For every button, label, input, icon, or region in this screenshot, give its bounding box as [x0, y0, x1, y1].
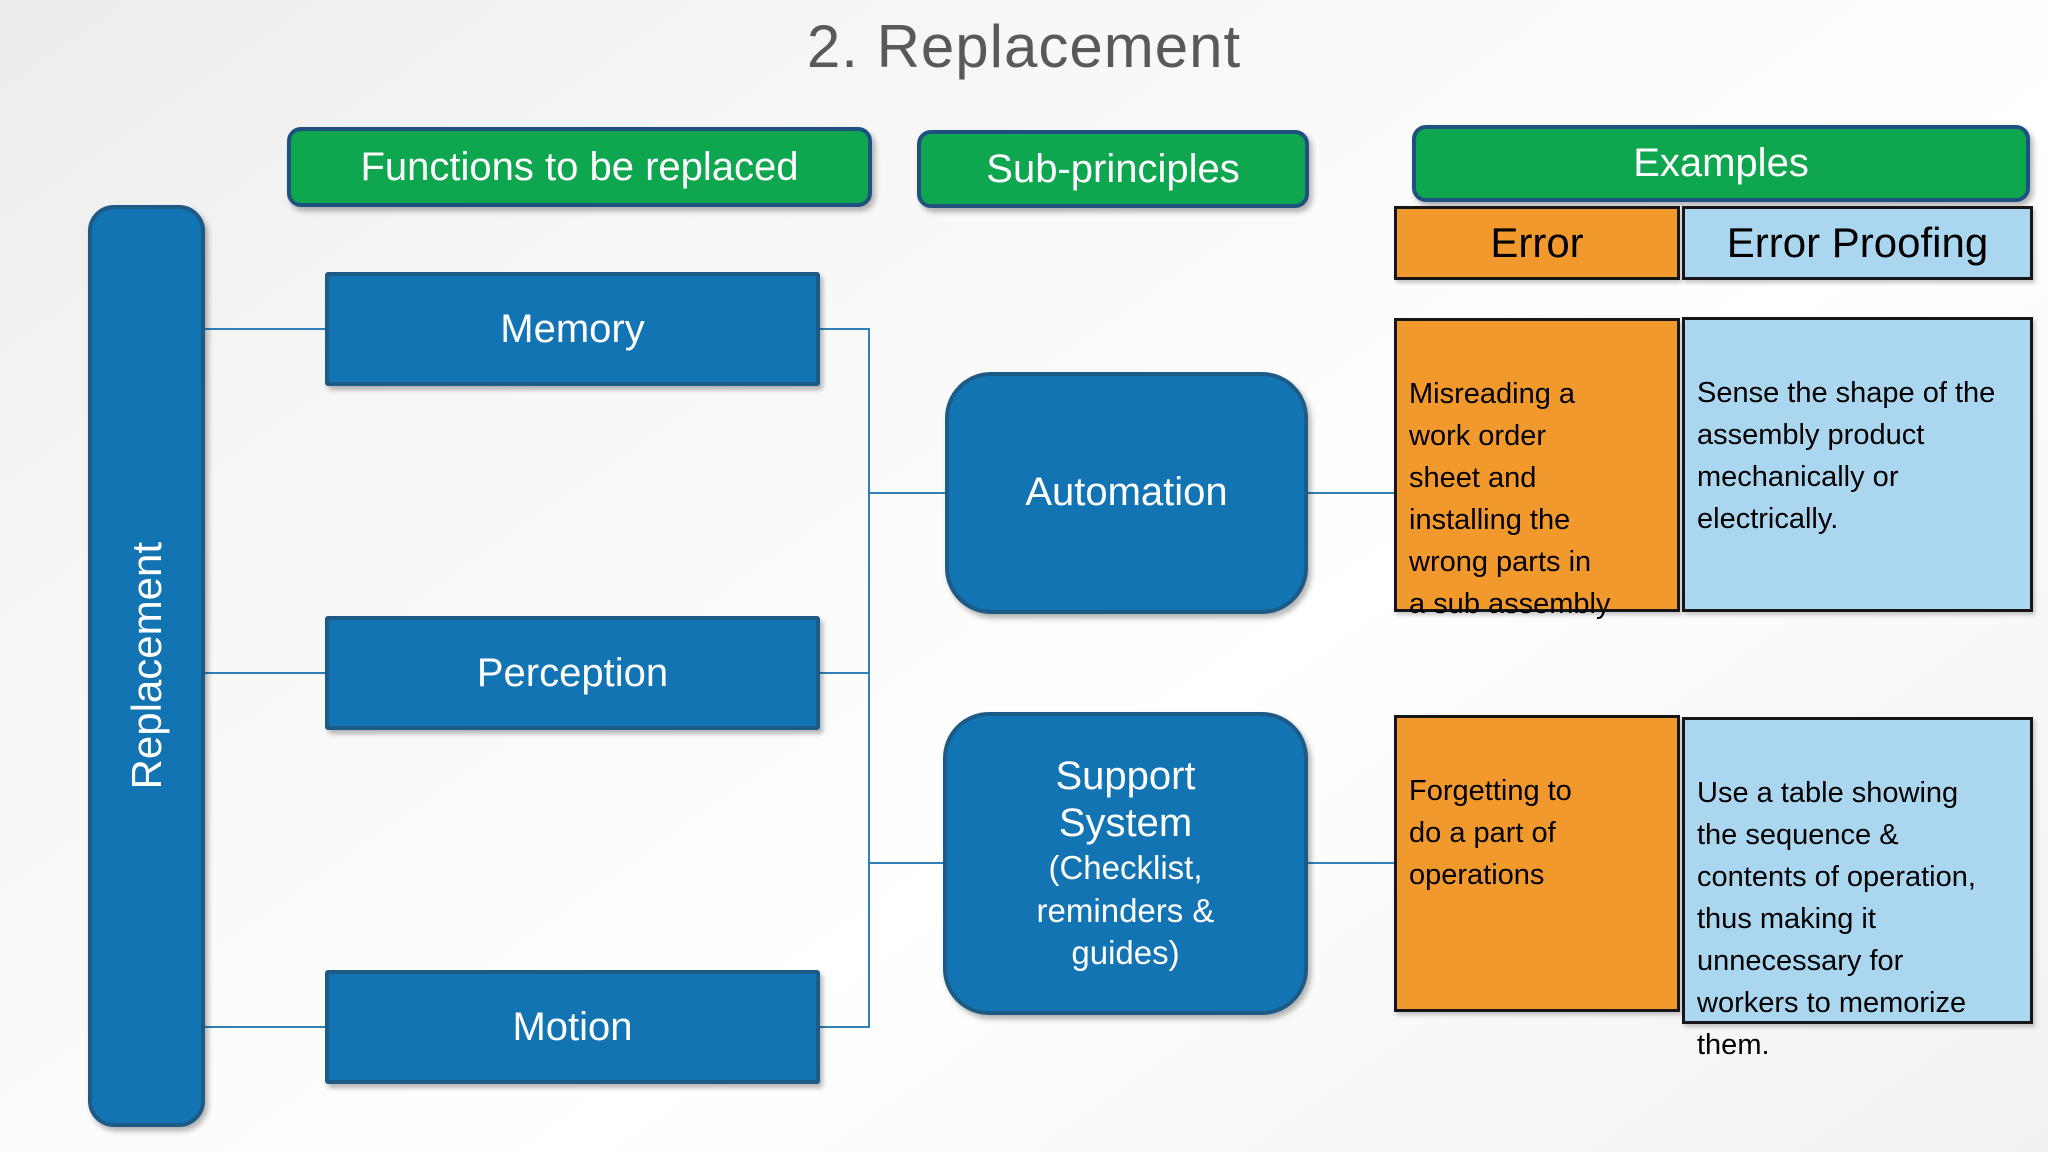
connector-trunk-support	[868, 862, 943, 864]
column-header-functions: Functions to be replaced	[287, 127, 872, 207]
function-node-memory: Memory	[325, 272, 820, 386]
sub-principle-support-system: Support System (Checklist, reminders & g…	[943, 712, 1308, 1015]
function-node-perception-label: Perception	[476, 650, 669, 695]
function-node-motion-label: Motion	[512, 1004, 633, 1049]
function-node-perception: Perception	[325, 616, 820, 730]
column-header-sub-principles: Sub-principles	[917, 130, 1309, 208]
connector-support-error	[1308, 862, 1394, 864]
table-header-error-label: Error	[1490, 218, 1584, 266]
function-node-motion: Motion	[325, 970, 820, 1084]
example-proofing-row1: Sense the shape of the assembly product …	[1682, 317, 2033, 612]
connector-root-perception	[205, 672, 325, 674]
sub-principle-automation-label: Automation	[1025, 470, 1228, 515]
example-error-row2-text: Forgetting to do a part of operations	[1409, 775, 1572, 892]
connector-perception-trunk	[820, 672, 870, 674]
column-header-examples-label: Examples	[1633, 141, 1809, 185]
root-node-replacement: Replacement	[88, 205, 205, 1127]
function-node-memory-label: Memory	[500, 306, 645, 351]
example-error-row1-text: Misreading a work order sheet and instal…	[1409, 378, 1611, 621]
connector-trunk-vertical	[868, 328, 870, 1028]
connector-motion-trunk	[820, 1026, 870, 1028]
connector-root-motion	[205, 1026, 325, 1028]
page-title: 2. Replacement	[806, 13, 1242, 80]
column-header-functions-label: Functions to be replaced	[360, 144, 799, 189]
column-header-sub-principles-label: Sub-principles	[986, 146, 1240, 191]
connector-root-memory	[205, 328, 325, 330]
table-header-error-proofing: Error Proofing	[1682, 206, 2033, 280]
example-error-row1: Misreading a work order sheet and instal…	[1394, 318, 1680, 620]
table-header-error: Error	[1394, 206, 1680, 280]
example-proofing-row2: Use a table showing the sequence & conte…	[1682, 717, 2033, 1061]
example-proofing-row1-text: Sense the shape of the assembly product …	[1697, 377, 1996, 536]
example-proofing-row2-text: Use a table showing the sequence & conte…	[1697, 777, 1976, 1062]
connector-automation-error	[1308, 492, 1394, 494]
connector-trunk-automation	[868, 492, 945, 494]
sub-principle-support-title: Support System	[1055, 753, 1196, 846]
example-error-row2: Forgetting to do a part of operations	[1394, 715, 1680, 1012]
sub-principle-support-subtitle: (Checklist, reminders & guides)	[1036, 849, 1215, 971]
connector-memory-trunk	[820, 328, 870, 330]
root-node-label: Replacement	[122, 542, 170, 790]
sub-principle-automation: Automation	[945, 372, 1308, 614]
column-header-examples: Examples	[1412, 125, 2030, 202]
table-header-error-proofing-label: Error Proofing	[1726, 218, 1989, 266]
